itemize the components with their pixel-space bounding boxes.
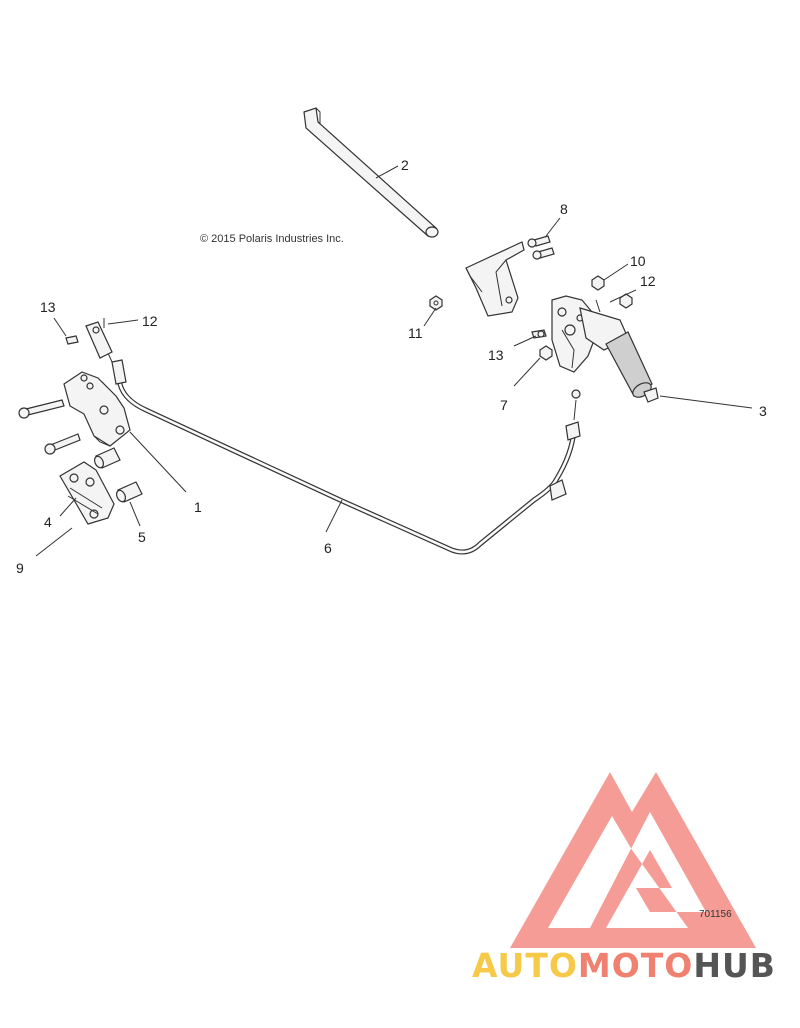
left-bolts [18, 399, 81, 455]
watermark-auto: AUTO [472, 946, 578, 985]
part-6-cable [103, 343, 581, 555]
watermark-logo: 701156 AUTOMOTOHUB [472, 772, 776, 985]
copyright-text: © 2015 Polaris Industries Inc. [200, 233, 344, 245]
callout-6: 6 [324, 540, 332, 556]
callout-12-left: 12 [142, 313, 158, 329]
part-3-lever-assembly [551, 295, 659, 403]
part-1-bracket [63, 371, 131, 447]
callout-1: 1 [194, 499, 202, 515]
callout-3: 3 [759, 403, 767, 419]
callout-11: 11 [408, 325, 423, 341]
part-8-bracket [465, 235, 555, 317]
part-12-pin-left [85, 318, 113, 359]
leader-lines [35, 165, 753, 557]
part-10-nut [591, 275, 605, 291]
document-number: 701156 [699, 909, 732, 920]
watermark-hub: HUB [693, 946, 776, 985]
watermark-text: AUTOMOTOHUB [472, 946, 776, 985]
callout-10: 10 [630, 253, 646, 269]
watermark-moto: MOTO [578, 946, 693, 985]
part-4-pedal [59, 461, 115, 525]
watermark-triangle-icon [510, 772, 756, 948]
part-2-rod [303, 107, 439, 238]
part-5-bushings [93, 447, 143, 503]
callout-7: 7 [500, 397, 508, 413]
callout-13-right: 13 [488, 347, 504, 363]
part-12-pin-right [595, 293, 633, 313]
callout-9: 9 [16, 560, 24, 576]
callout-4: 4 [44, 514, 52, 530]
part-11-nut [429, 295, 443, 311]
callout-8: 8 [560, 201, 568, 217]
callout-12-right: 12 [640, 273, 656, 289]
callout-5: 5 [138, 529, 146, 545]
part-13-bolt-left [65, 335, 79, 345]
callout-13-left: 13 [40, 299, 56, 315]
part-7-bolt [539, 345, 553, 361]
callout-2: 2 [401, 157, 409, 173]
